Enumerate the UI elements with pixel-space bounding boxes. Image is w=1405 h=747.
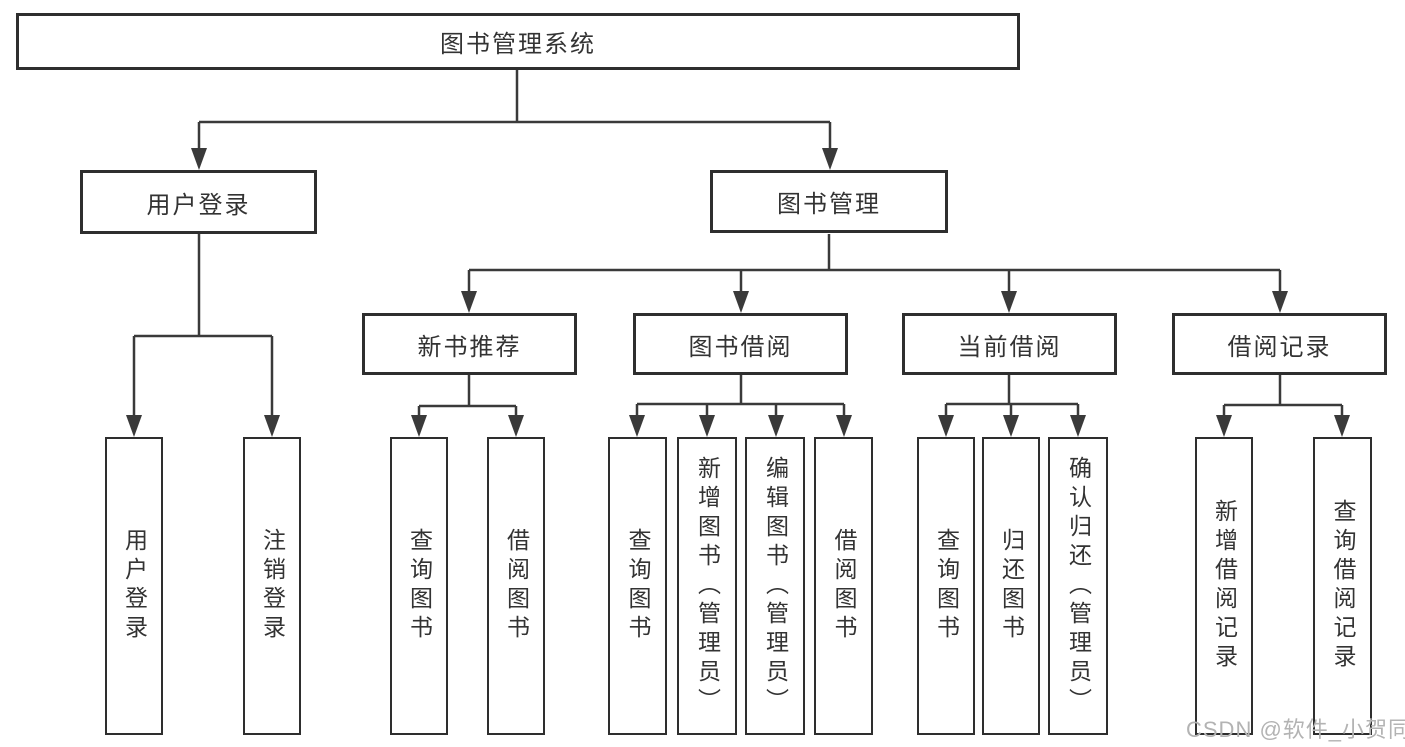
leaf-cb-confirm-return-label: 确认归还（管理员） bbox=[1065, 455, 1092, 717]
leaf-br-query-record-label: 查询借阅记录 bbox=[1330, 499, 1356, 673]
leaf-bb-edit-books-label: 编辑图书（管理员） bbox=[762, 455, 789, 717]
leaf-bb-edit-books: 编辑图书（管理员） bbox=[745, 437, 805, 735]
node-new-book-recommend-label: 新书推荐 bbox=[417, 333, 522, 361]
leaf-cb-query-books-label: 查询图书 bbox=[933, 528, 960, 644]
node-book-management: 图书管理 bbox=[710, 170, 948, 233]
leaf-user-login-label: 用户登录 bbox=[121, 528, 148, 644]
leaf-bb-borrow-books-label: 借阅图书 bbox=[831, 528, 857, 644]
leaf-bb-borrow-books: 借阅图书 bbox=[814, 437, 873, 735]
leaf-bb-add-books: 新增图书（管理员） bbox=[677, 437, 737, 735]
leaf-br-query-record: 查询借阅记录 bbox=[1313, 437, 1372, 735]
csdn-watermark: CSDN @软件_小贺同学 bbox=[1186, 717, 1405, 742]
leaf-cb-confirm-return: 确认归还（管理员） bbox=[1048, 437, 1108, 735]
node-book-borrow: 图书借阅 bbox=[633, 313, 848, 375]
node-user-login-label: 用户登录 bbox=[146, 191, 251, 219]
leaf-logout: 注销登录 bbox=[243, 437, 301, 735]
leaf-bb-query-books: 查询图书 bbox=[608, 437, 667, 735]
leaf-cb-return-books: 归还图书 bbox=[982, 437, 1040, 735]
node-borrow-records-label: 借阅记录 bbox=[1227, 333, 1332, 361]
leaf-nb-borrow-books: 借阅图书 bbox=[487, 437, 545, 735]
node-book-borrow-label: 图书借阅 bbox=[688, 333, 793, 361]
leaf-bb-query-books-label: 查询图书 bbox=[625, 528, 651, 644]
leaf-bb-add-books-label: 新增图书（管理员） bbox=[694, 455, 721, 717]
leaf-nb-borrow-books-label: 借阅图书 bbox=[503, 528, 530, 644]
node-current-borrow-label: 当前借阅 bbox=[957, 333, 1062, 361]
node-current-borrow: 当前借阅 bbox=[902, 313, 1117, 375]
leaf-br-add-record-label: 新增借阅记录 bbox=[1211, 499, 1238, 673]
leaf-br-add-record: 新增借阅记录 bbox=[1195, 437, 1253, 735]
leaf-nb-query-books-label: 查询图书 bbox=[406, 528, 433, 644]
node-user-login: 用户登录 bbox=[80, 170, 317, 234]
node-book-management-label: 图书管理 bbox=[777, 191, 881, 218]
leaf-user-login: 用户登录 bbox=[105, 437, 163, 735]
leaf-logout-label: 注销登录 bbox=[259, 528, 286, 644]
leaf-cb-query-books: 查询图书 bbox=[917, 437, 975, 735]
leaf-cb-return-books-label: 归还图书 bbox=[998, 528, 1025, 644]
node-root: 图书管理系统 bbox=[16, 13, 1020, 70]
node-borrow-records: 借阅记录 bbox=[1172, 313, 1387, 375]
node-root-label: 图书管理系统 bbox=[440, 31, 596, 58]
leaf-nb-query-books: 查询图书 bbox=[390, 437, 448, 735]
node-new-book-recommend: 新书推荐 bbox=[362, 313, 577, 375]
